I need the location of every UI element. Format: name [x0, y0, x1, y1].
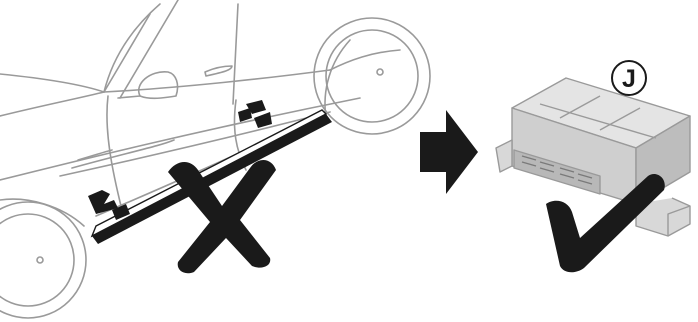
callout-badge: J [612, 61, 646, 95]
car-roof-line [0, 14, 150, 92]
arrow-right-icon [420, 110, 478, 194]
car-rear-wheel [314, 18, 430, 134]
car-hood-line [0, 92, 104, 116]
car-b-pillar [233, 4, 238, 104]
module-flange [496, 140, 512, 172]
car-illustration [0, 0, 430, 318]
car-mirror [139, 72, 178, 99]
control-module [496, 78, 690, 236]
callout-label: J [622, 65, 636, 93]
car-rear-handle [205, 66, 232, 76]
